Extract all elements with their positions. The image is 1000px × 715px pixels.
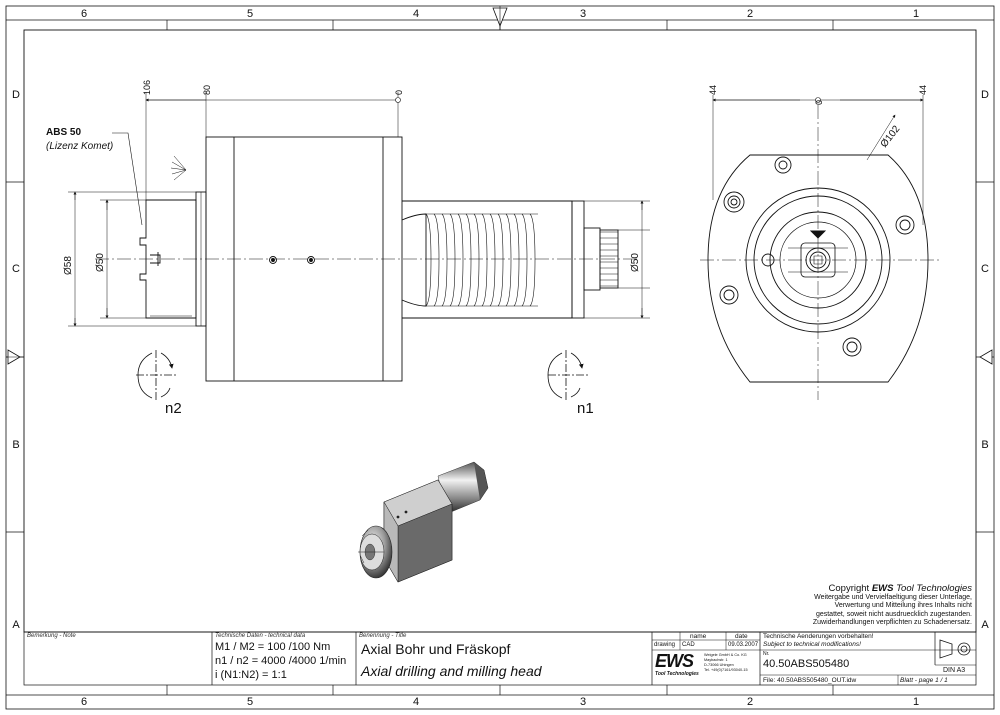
sheet-number: 1 / 1 — [935, 677, 948, 684]
zone-col-3-top: 3 — [580, 8, 586, 20]
rotation-n1-symbol — [547, 350, 588, 400]
inner-frame — [23, 29, 977, 633]
side-flange-outline — [707, 154, 929, 383]
copyright-line-3: gestattet, soweit nicht ausdruecklich zu… — [815, 610, 972, 618]
row-cad-value: CAD — [682, 642, 695, 648]
number-label: Nr. — [763, 651, 770, 657]
sheet-info: Blatt - page 1 / 1 — [900, 677, 948, 684]
row-drawing-label: drawing — [654, 642, 676, 648]
zone-col-6-bottom: 6 — [81, 696, 87, 708]
file-name: File: 40.50ABS505480_OUT.idw — [763, 677, 857, 684]
remark-label: Bemerkung - Note — [27, 633, 76, 639]
rotation-n2-symbol — [136, 350, 176, 400]
zone-col-1-bottom: 1 — [913, 696, 919, 708]
projection-symbol — [939, 639, 971, 659]
front-view — [68, 92, 650, 400]
zone-col-4-bottom: 4 — [413, 696, 419, 708]
iso-render — [358, 461, 489, 583]
bolt-holes — [719, 156, 915, 357]
zone-row-d-right: D — [981, 89, 989, 101]
label-n2: n2 — [165, 400, 182, 417]
ratio-value: i (N1:N2) = 1:1 — [215, 669, 287, 681]
abs-note-license: (Lizenz Komet) — [46, 141, 113, 152]
zone-labels: 6 5 4 3 2 1 6 5 4 3 2 1 D C B A D C B A — [12, 8, 989, 708]
copyright-block: Copyright EWS Tool Technologies Weiterga… — [800, 583, 972, 627]
side-dim-44-left: 44 — [708, 85, 718, 95]
address-line: D-73066 Uhingen — [704, 663, 734, 667]
row-date-value: 09.03.2007 — [728, 642, 759, 648]
side-view — [700, 95, 940, 400]
label-n1: n1 — [577, 400, 594, 417]
zone-col-1-top: 1 — [913, 8, 919, 20]
dim-0: 0 — [394, 90, 404, 95]
tech-data-label: Technische Daten - technical data — [215, 633, 306, 639]
centering-marks — [6, 6, 993, 365]
zone-row-a-right: A — [981, 619, 989, 631]
main-housing — [205, 136, 403, 382]
copyright-prefix: Copyright — [828, 583, 870, 594]
col-name-header: name — [690, 633, 707, 640]
zone-col-5-top: 5 — [247, 8, 253, 20]
address-line: Tel. +49(0)7161/93040-15 — [704, 668, 748, 672]
address-line: Maybachstr. 1 — [704, 658, 728, 662]
dim-dia58: Ø58 — [63, 256, 74, 275]
title-label: Benennung - Title — [359, 633, 407, 639]
dim-106: 106 — [142, 80, 152, 95]
title-english: Axial drilling and milling head — [361, 663, 542, 679]
address-line: Weigele GmbH & Co. KG — [704, 653, 747, 657]
copyright-line-2: Verwertung und Mitteilung ihres Inhalts … — [834, 602, 972, 610]
dim-dia50-left: Ø50 — [95, 253, 106, 272]
zone-row-d-left: D — [12, 89, 20, 101]
change-notice-en: Subject to technical modifications! — [763, 641, 861, 648]
zone-row-b-left: B — [12, 439, 19, 451]
paper-format: DIN A3 — [943, 667, 966, 674]
thread-ridges — [425, 213, 538, 307]
copyright-suffix: Tool Technologies — [896, 583, 972, 594]
side-dim-44-right: 44 — [918, 85, 928, 95]
zone-row-b-right: B — [981, 439, 988, 451]
ews-logo: EWS — [655, 651, 694, 671]
zone-col-5-bottom: 5 — [247, 696, 253, 708]
sheet-label: Blatt - page — [900, 677, 934, 684]
copyright-brand: EWS — [871, 583, 894, 594]
zone-col-2-bottom: 2 — [747, 696, 753, 708]
zone-col-2-top: 2 — [747, 8, 753, 20]
dim-80: 80 — [202, 85, 212, 95]
torque-value: M1 / M2 = 100 /100 Nm — [215, 641, 331, 653]
col-date-header: date — [735, 633, 748, 640]
speed-value: n1 / n2 = 4000 /4000 1/min — [215, 655, 347, 667]
side-dim-0: 0 — [814, 100, 824, 105]
copyright-line-4: Zuwiderhandlungen verpflichten zu Schade… — [812, 618, 972, 626]
side-dim-dia102: Ø102 — [879, 123, 903, 149]
change-notice-de: Technische Aenderungen vorbehalten! — [763, 633, 874, 640]
copyright-line-1: Weitergabe und Vervielfaeltigung dieser … — [814, 594, 972, 601]
zone-row-a-left: A — [12, 619, 20, 631]
zone-row-c-left: C — [12, 263, 20, 275]
zone-row-c-right: C — [981, 263, 989, 275]
zone-col-4-top: 4 — [413, 8, 419, 20]
zone-col-6-top: 6 — [81, 8, 87, 20]
ews-logo-sub: Tool Technologies — [655, 671, 699, 677]
abs-note: ABS 50 — [46, 127, 81, 138]
drawing-number: 40.50ABS505480 — [763, 658, 850, 670]
title-german: Axial Bohr und Fräskopf — [361, 641, 511, 657]
zone-col-3-bottom: 3 — [580, 696, 586, 708]
copyright-heading: Copyright EWS Tool Technologies — [800, 583, 972, 594]
dim-dia50-right: Ø50 — [630, 253, 641, 272]
company-address: Weigele GmbH & Co. KG Maybachstr. 1 D-73… — [704, 653, 748, 673]
